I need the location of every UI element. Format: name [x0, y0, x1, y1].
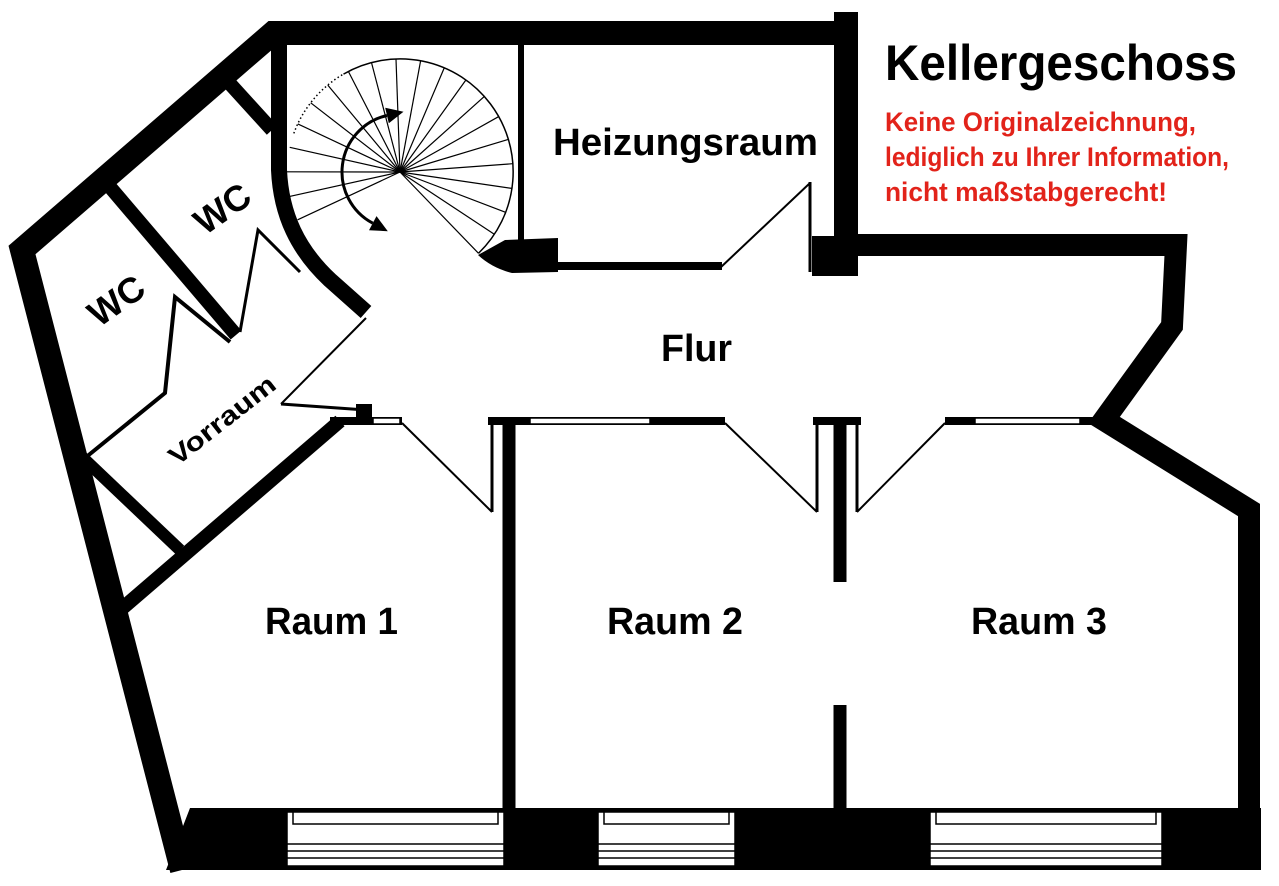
stair-tread [399, 67, 445, 173]
arrow-head-top [385, 107, 404, 124]
room-label-raum-2: Raum 2 [607, 601, 743, 643]
vorraum-door-leaf [280, 402, 367, 412]
vorraum-door-swing [280, 317, 367, 405]
stair-tread [399, 60, 422, 173]
page-title: Kellergeschoss [885, 35, 1237, 91]
room-label-wc-upper: WC [186, 174, 259, 242]
stair-treads [286, 59, 513, 254]
vorraum-wall [113, 415, 345, 618]
wc-upper-top-wall [216, 70, 278, 135]
stair-tread [399, 96, 485, 173]
vorraum-door-jamb [356, 404, 372, 422]
window-sash [292, 811, 499, 825]
stair-tread [399, 171, 479, 254]
outer-wall-left-top [8, 21, 846, 873]
closet-wall [75, 450, 185, 555]
outer-wall-right [846, 234, 1260, 870]
stair-corner [478, 238, 558, 273]
room-label-vorraum: Vorraum [162, 369, 281, 471]
raum1-door-swing [401, 422, 493, 513]
arrow-head-bottom [369, 216, 388, 232]
stair-tread [399, 116, 499, 173]
window-sash [935, 811, 1157, 825]
interior-walls [75, 44, 1106, 810]
arrow-arc [340, 114, 388, 225]
stair-tread [399, 171, 512, 189]
curved-double-arrow-icon [340, 107, 404, 232]
spiral-staircase-icon [286, 58, 514, 254]
raum3-door-swing [856, 422, 946, 513]
stair-tread [399, 171, 495, 235]
room-label-flur: Flur [661, 328, 732, 370]
room-label-heizungsraum: Heizungsraum [553, 122, 818, 164]
stair-tread [289, 171, 401, 197]
raum1-window [372, 417, 401, 425]
room-label-raum-1: Raum 1 [265, 601, 398, 643]
stair-tread [327, 84, 401, 173]
window [929, 811, 1163, 867]
stair-tread [399, 171, 506, 213]
notice-line-1: Keine Originalzeichnung, [885, 107, 1196, 137]
notice-line-2: lediglich zu Ihrer Information, [885, 142, 1229, 172]
raum2-door-swing [724, 422, 818, 513]
notice-line-3: nicht maßstabgerecht! [885, 177, 1167, 207]
stair-tread [399, 163, 513, 173]
raum3-window [974, 417, 1081, 425]
stair-tread [310, 102, 401, 173]
window [597, 811, 736, 867]
stair-tread [347, 71, 401, 173]
stair-tread [399, 138, 509, 173]
wc-divider-wall [98, 175, 242, 340]
window-sash [603, 811, 730, 825]
room-label-wc-lower: WC [80, 266, 153, 334]
doors [83, 182, 946, 513]
raum2-window [529, 417, 651, 425]
stair-curved-wall [271, 45, 372, 318]
wc-lower-door [83, 293, 232, 460]
wc-upper-door [238, 226, 302, 333]
window [286, 811, 505, 867]
heating-door-swing [719, 182, 811, 269]
stair-tread [399, 79, 467, 173]
stair-tread [297, 123, 401, 173]
heating-door-jamb [812, 236, 836, 276]
stair-outline [343, 58, 514, 254]
stair-outline-hidden [293, 73, 344, 134]
room-label-raum-3: Raum 3 [971, 601, 1107, 643]
